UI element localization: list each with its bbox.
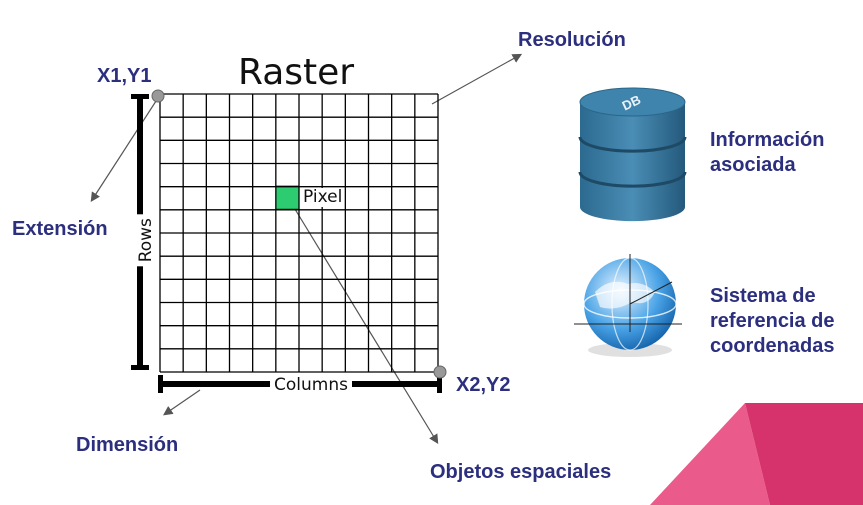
x2y2-label: X2,Y2 [456, 374, 511, 396]
db-badge: DB [620, 92, 643, 114]
x1y1-label: X1,Y1 [97, 65, 152, 87]
highlight-pixel [275, 185, 300, 210]
x2y2-point [433, 365, 447, 379]
resolucion-arrow [431, 53, 523, 105]
x1y1-point [151, 89, 165, 103]
globe-icon [574, 254, 682, 357]
objetos-arrow [286, 195, 439, 445]
informacion-line-2: asociada [710, 154, 796, 176]
informacion-asociada-label: Información asociada [710, 128, 824, 178]
grid-lines [159, 93, 439, 373]
raster-title: Raster [238, 52, 355, 93]
sistema-line-1: Sistema de [710, 285, 816, 307]
objetos-espaciales-label: Objetos espaciales [430, 461, 612, 483]
informacion-line-1: Información [710, 129, 825, 151]
sistema-referencia-label: Sistema de referencia de coordenadas [710, 284, 835, 359]
columns-bar-cap-left [158, 375, 163, 393]
sistema-line-3: coordenadas [710, 335, 835, 357]
dimension-label: Dimensión [76, 434, 179, 456]
sistema-line-2: referencia de [710, 310, 835, 332]
pixel-label: Pixel [302, 187, 344, 207]
rows-bar-cap-top [131, 94, 149, 99]
database-icon: DB [578, 87, 687, 222]
resolucion-label: Resolución [518, 29, 626, 51]
extension-arrow [90, 97, 159, 203]
rows-label: Rows [135, 214, 157, 267]
decorative-corner [650, 403, 863, 505]
columns-label: Columns [270, 375, 352, 396]
extension-label: Extensión [12, 218, 108, 240]
dimension-arrow [163, 389, 201, 416]
rows-bar-cap-bottom [131, 365, 149, 370]
columns-bar-cap-right [437, 375, 442, 393]
